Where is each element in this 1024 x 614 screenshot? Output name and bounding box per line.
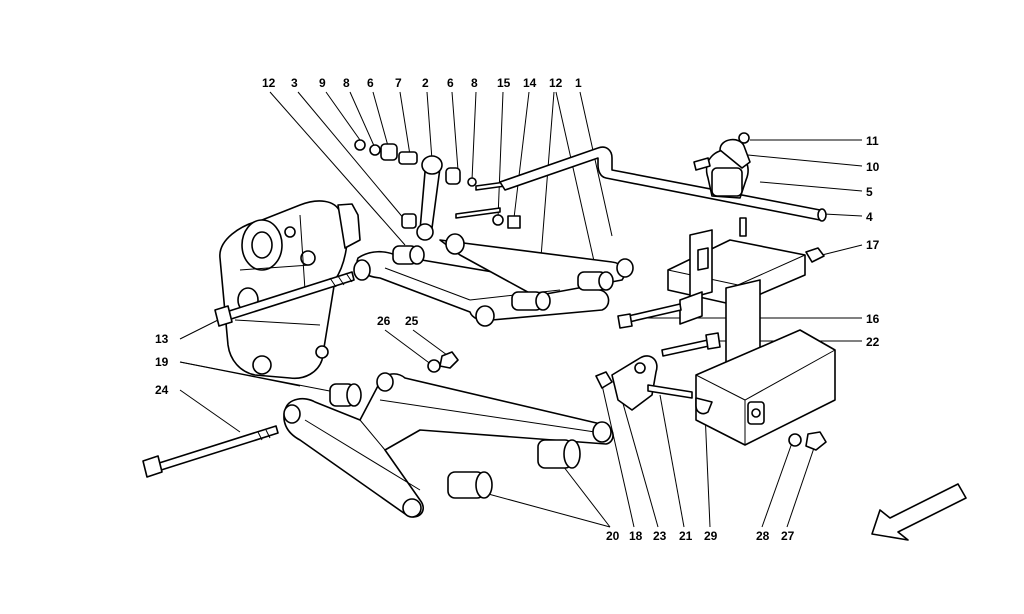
callout-label: 13 — [155, 332, 169, 346]
bolts-right — [617, 247, 825, 357]
callout-label: 28 — [756, 529, 770, 543]
bushings-lower — [329, 383, 581, 499]
callout-label: 9 — [319, 76, 326, 90]
callout-labels: 12 3 9 8 6 7 2 6 8 15 14 12 1 11 10 5 4 … — [155, 76, 880, 543]
callout-label: 6 — [367, 76, 374, 90]
callout-label: 16 — [866, 312, 880, 326]
subframe-bracket — [667, 229, 836, 446]
callout-label: 3 — [291, 76, 298, 90]
callout-label: 27 — [781, 529, 795, 543]
callout-label: 6 — [447, 76, 454, 90]
callout-label: 7 — [395, 76, 402, 90]
callout-label: 21 — [679, 529, 693, 543]
callout-label: 19 — [155, 355, 169, 369]
bracket-18-23-21 — [595, 355, 713, 415]
bolt-13 — [214, 271, 355, 327]
bolt-24 — [142, 425, 279, 478]
callout-label: 8 — [343, 76, 350, 90]
anti-roll-bar — [499, 132, 827, 237]
hub-carrier — [219, 200, 361, 380]
arrow-down-left-icon — [871, 483, 967, 541]
callout-label: 10 — [866, 160, 880, 174]
callout-label: 22 — [866, 335, 880, 349]
callout-label: 14 — [523, 76, 537, 90]
callout-label: 1 — [575, 76, 582, 90]
callout-label: 2 — [422, 76, 429, 90]
callout-label: 12 — [549, 76, 563, 90]
callout-label: 25 — [405, 314, 419, 328]
callout-label: 15 — [497, 76, 511, 90]
callout-label: 5 — [866, 185, 873, 199]
callout-label: 29 — [704, 529, 718, 543]
callout-label: 26 — [377, 314, 391, 328]
callout-label: 8 — [471, 76, 478, 90]
bushings-upper — [392, 213, 614, 311]
nut-washer-25-26 — [427, 351, 459, 373]
callout-label: 4 — [866, 210, 873, 224]
callout-label: 17 — [866, 238, 880, 252]
callout-label: 11 — [866, 134, 879, 148]
callout-label: 12 — [262, 76, 276, 90]
callout-label: 18 — [629, 529, 643, 543]
nut-washer-27-28 — [788, 431, 827, 451]
lower-wishbone — [283, 372, 614, 518]
callout-label: 20 — [606, 529, 620, 543]
drop-link — [354, 139, 521, 241]
callout-label: 24 — [155, 383, 169, 397]
callout-label: 23 — [653, 529, 667, 543]
